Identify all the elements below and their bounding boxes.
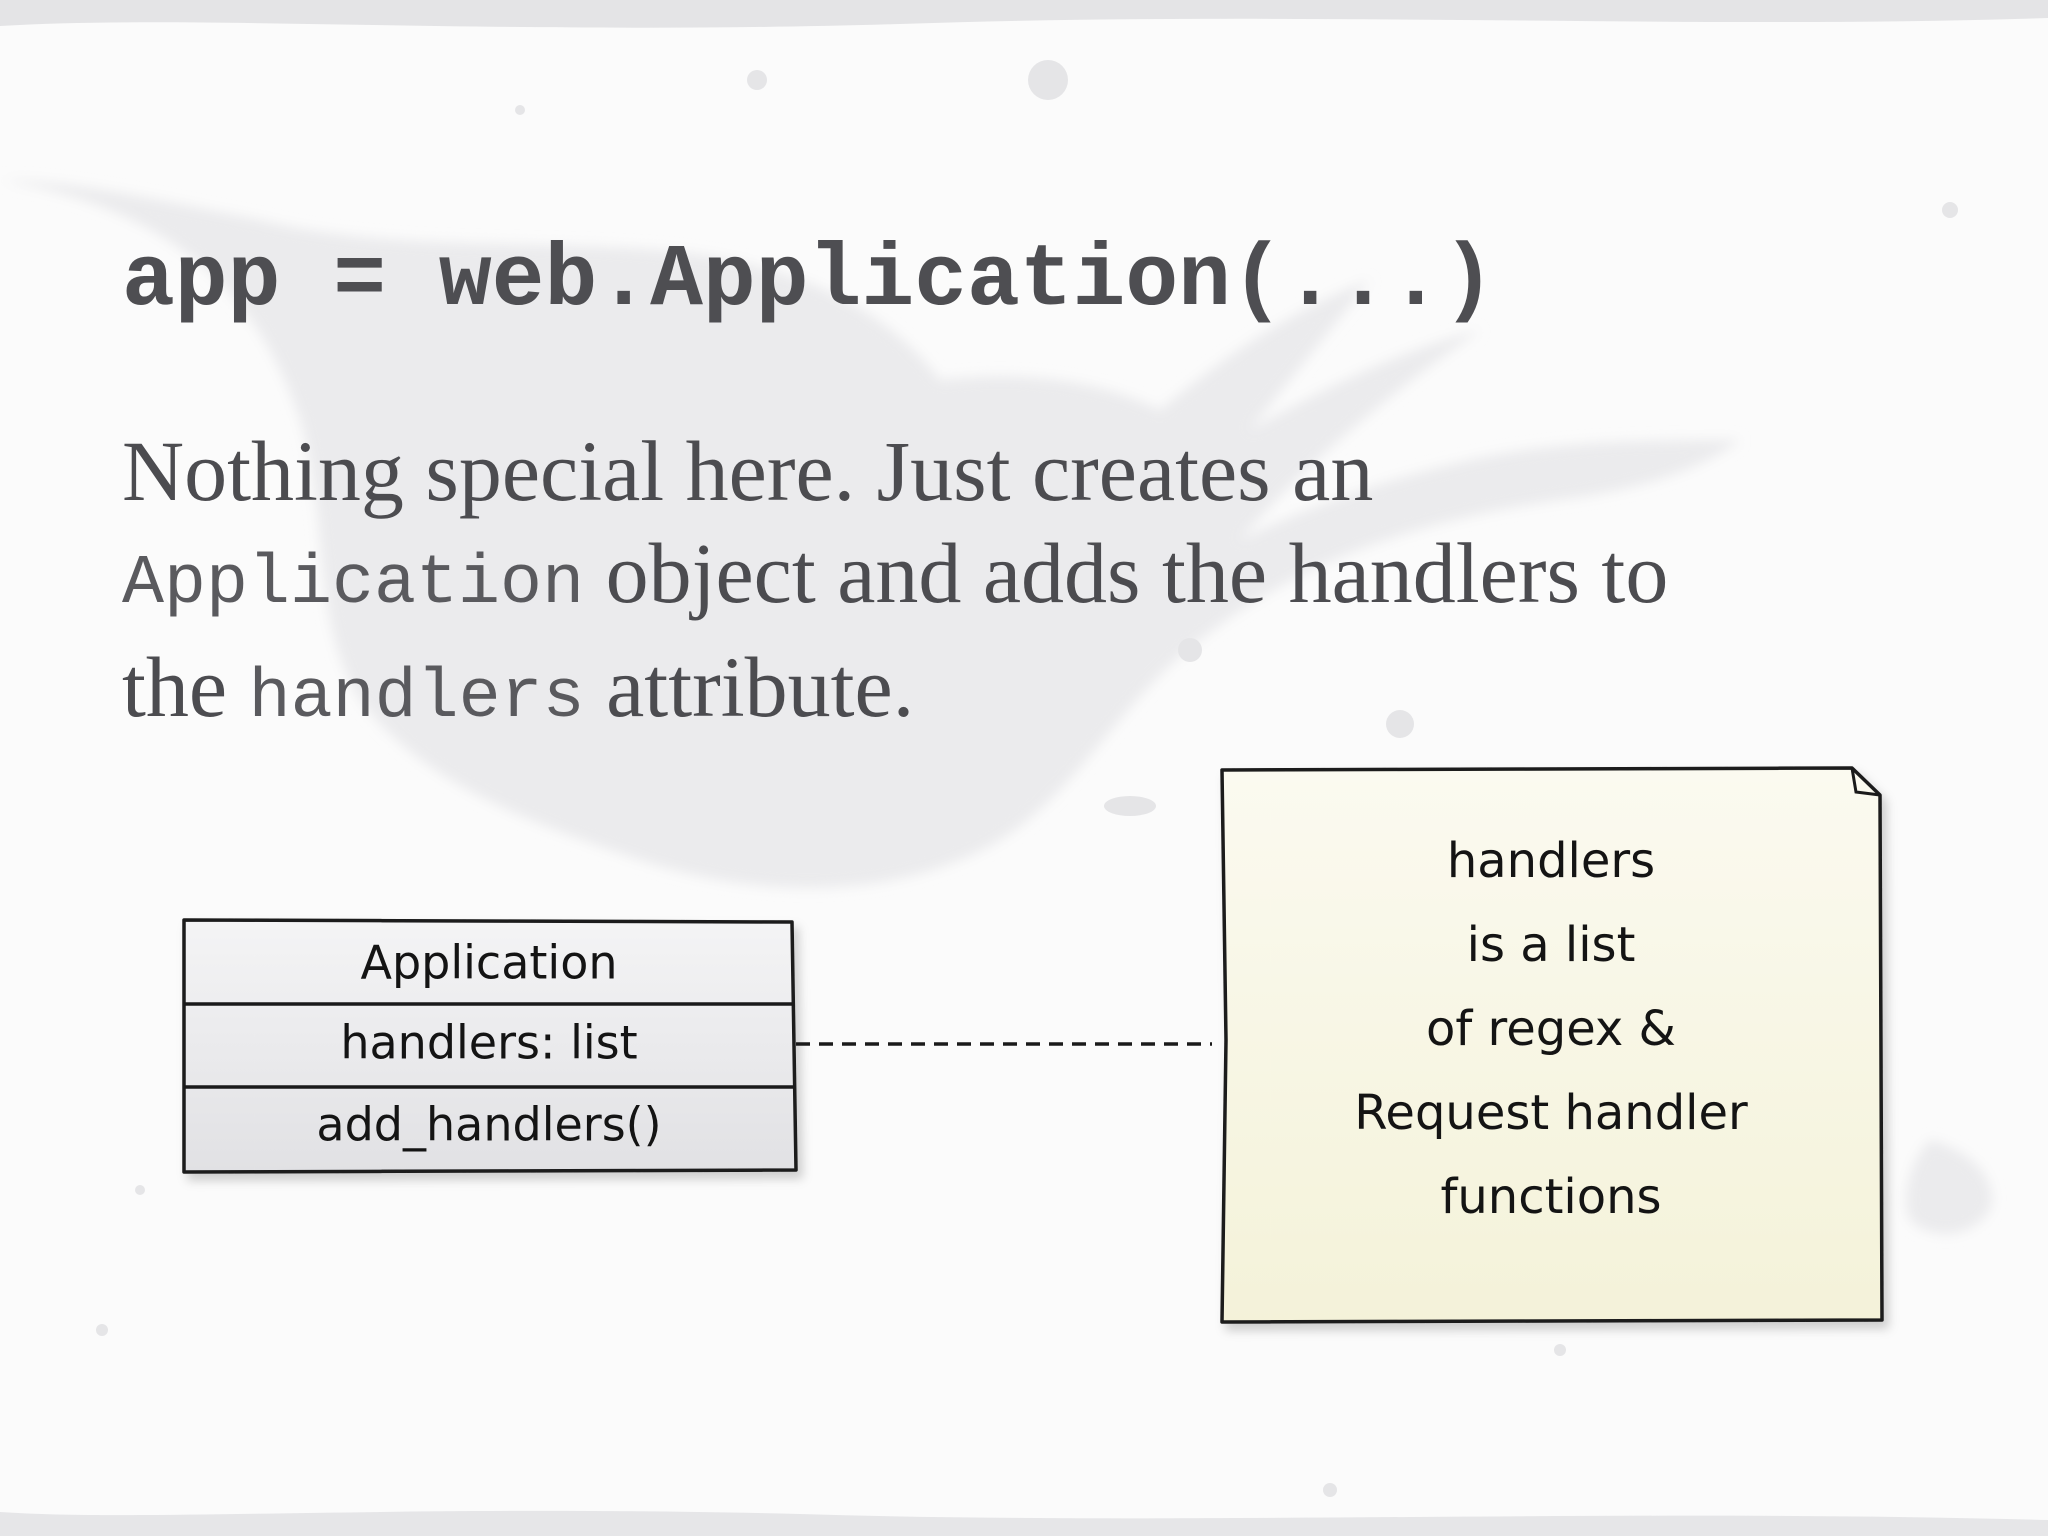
code-application: Application [122,545,585,624]
class-method: add_handlers() [316,1098,661,1152]
code-handlers: handlers [248,659,585,738]
note-line-3: of regex & [1426,1001,1676,1057]
note-line-2: is a list [1467,917,1636,973]
body-text-part-1: Nothing special here. Just creates an [122,423,1374,519]
class-name: Application [360,936,617,990]
note-line-5: functions [1440,1169,1661,1225]
slide-body: Nothing special here. Just creates an Ap… [122,420,1962,750]
class-box-application: Application handlers: list add_handlers(… [182,918,798,1174]
body-text-part-3: the [122,639,228,735]
body-text-part-2: object and adds the handlers to [605,525,1669,621]
body-text-part-4: attribute. [606,639,915,735]
note-box: handlers is a list of regex & Request ha… [1220,766,1884,1324]
note-fold-corner [1850,767,1881,797]
note-line-4: Request handler [1354,1085,1748,1141]
slide-title: app = web.Application(...) [122,232,1496,331]
note-line-1: handlers [1447,833,1655,889]
class-attribute: handlers: list [340,1016,637,1070]
